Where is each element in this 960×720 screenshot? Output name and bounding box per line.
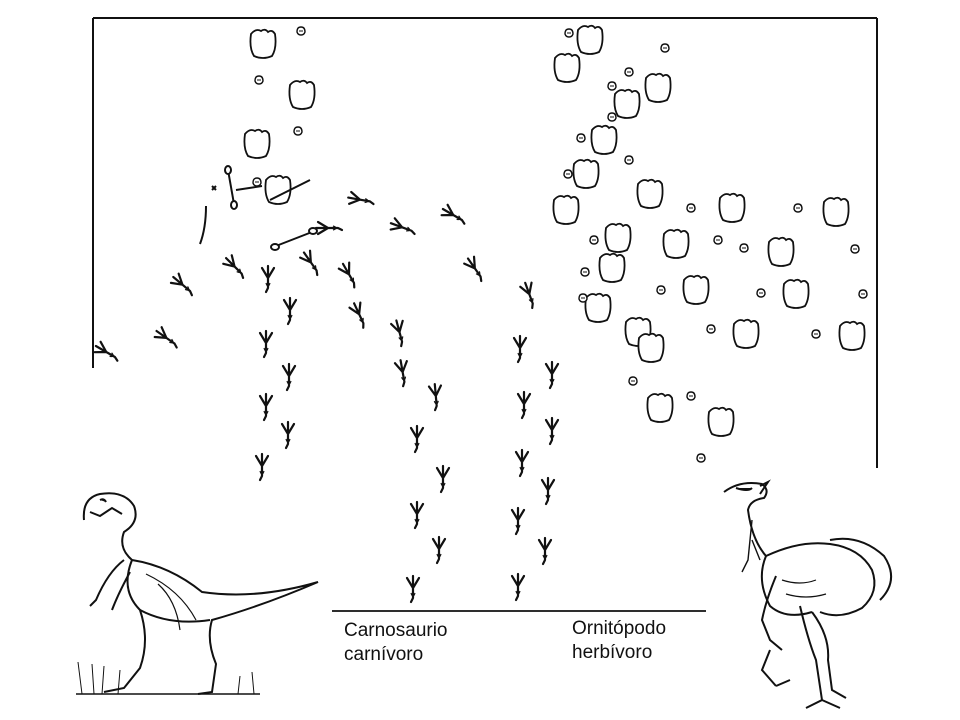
bone-fragments [199, 165, 318, 251]
ornithopod-caption-line2: herbívoro [572, 642, 653, 663]
trackway-frame [92, 17, 878, 612]
ornithopod-caption-line1: Ornitópodo [572, 618, 667, 639]
ornithopod-trackway [510, 334, 560, 602]
carnosaur-trackway [91, 190, 541, 604]
carnosaur-caption: Carnosaurio carnívoro [344, 619, 448, 667]
ornithopod-caption: Ornitópodo herbívoro [572, 617, 666, 665]
carnosaur-illustration [76, 492, 319, 695]
carnosaur-caption-line1: Carnosaurio [344, 620, 448, 641]
large-footprint-trackway [243, 24, 866, 437]
ornithopod-illustration [723, 479, 892, 709]
carnosaur-caption-line2: carnívoro [344, 644, 424, 665]
